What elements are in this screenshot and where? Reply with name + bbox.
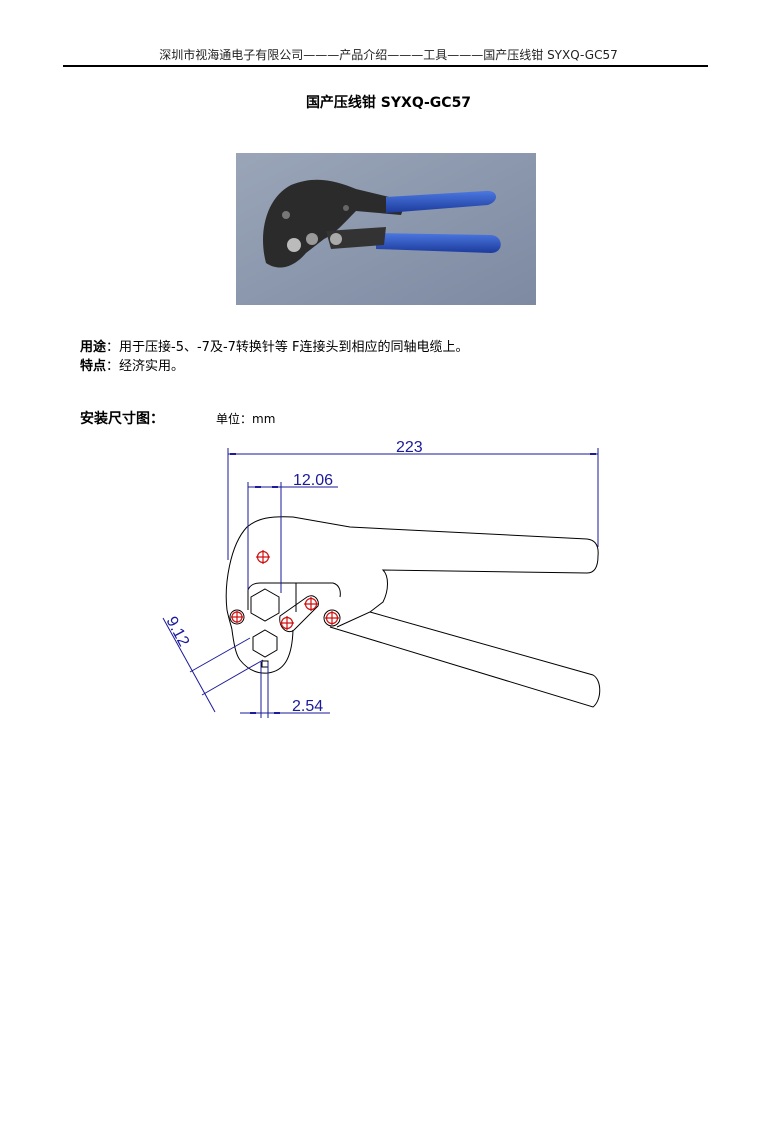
dim-tip-width: 2.54 <box>292 698 323 715</box>
dimension-lines <box>162 448 599 718</box>
pivot-markers <box>231 550 339 630</box>
dimension-heading: 安装尺寸图： <box>80 411 164 427</box>
usage-label: 用途 <box>80 340 107 355</box>
pivot-icon <box>325 611 339 625</box>
unit-label: 单位：mm <box>216 412 276 426</box>
product-photo <box>236 153 536 305</box>
usage-text: ：用于压接-5、-7及-7转换针等 F连接头到相应的同轴电缆上。 <box>106 340 469 355</box>
feature-text: ：经济实用。 <box>106 359 185 374</box>
page-header-breadcrumb: 深圳市视海通电子有限公司———产品介绍———工具———国产压线钳 SYXQ-GC… <box>159 48 618 62</box>
pivot-icon <box>280 616 294 630</box>
tool-outline <box>225 516 601 708</box>
page-title: 国产压线钳 SYXQ-GC57 <box>305 95 472 111</box>
pivot-icon <box>256 550 270 564</box>
pivot-icon <box>231 611 243 623</box>
dim-hex-width: 12.06 <box>293 472 333 489</box>
header-divider <box>63 65 708 67</box>
feature-line: 特点：经济实用。 <box>80 355 184 374</box>
usage-line: 用途：用于压接-5、-7及-7转换针等 F连接头到相应的同轴电缆上。 <box>80 336 469 355</box>
dim-hex-pitch: 9.12 <box>162 614 192 650</box>
feature-label: 特点 <box>80 359 107 374</box>
pivot-icon <box>304 597 318 611</box>
dim-overall-length: 223 <box>396 439 423 456</box>
